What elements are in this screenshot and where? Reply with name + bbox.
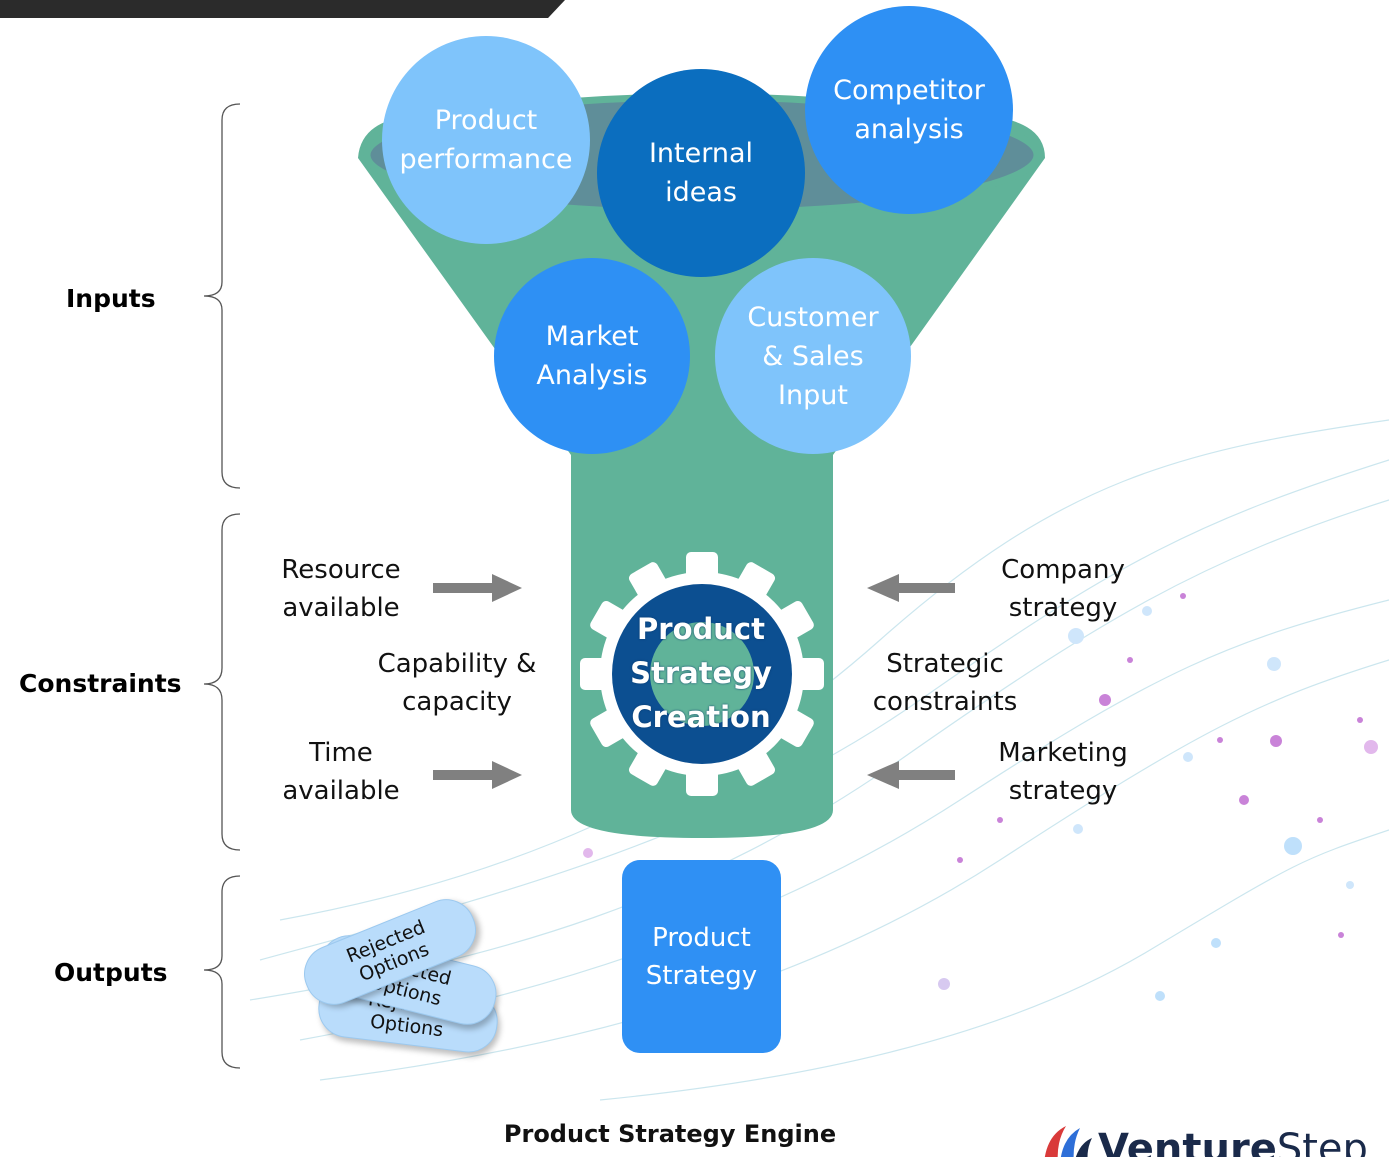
logo-light: Step [1276, 1126, 1368, 1157]
logo-wordmark: VentureStep [1098, 1126, 1368, 1157]
decorative-dots [583, 593, 1378, 1001]
gear-icon [580, 552, 824, 796]
section-constraints-label: Constraints [19, 669, 182, 698]
footer-title: Product Strategy Engine [503, 1120, 837, 1148]
product-performance-label: Product performance [399, 105, 573, 175]
constraint-resource: Resource available [281, 555, 401, 623]
competitor-analysis-label: Competitor analysis [833, 75, 985, 145]
logo-mark-icon [1044, 1126, 1092, 1157]
bracket-inputs [203, 103, 241, 489]
top-banner [0, 0, 565, 18]
constraint-time: Time available [282, 738, 400, 806]
constraint-capability: Capability & capacity [377, 649, 537, 717]
section-inputs-label: Inputs [66, 284, 156, 313]
arrow-company [867, 574, 955, 602]
input-product-performance: Product performance [382, 36, 590, 244]
constraint-marketing: Marketing strategy [998, 738, 1128, 806]
constraint-strategic: Strategic constraints [872, 649, 1018, 717]
input-competitor-analysis: Competitor analysis [805, 6, 1013, 214]
arrow-resource [433, 574, 522, 602]
bracket-constraints [203, 513, 241, 851]
input-market-analysis: Market Analysis [494, 258, 690, 454]
product-strategy-label: Product Strategy [645, 922, 758, 991]
internal-ideas-label: Internal ideas [648, 138, 754, 208]
output-product-strategy: Product Strategy [622, 860, 781, 1053]
logo-bold: Venture [1098, 1126, 1277, 1157]
section-outputs-label: Outputs [54, 958, 168, 987]
arrow-time [433, 761, 522, 789]
constraint-company: Company strategy [1001, 555, 1125, 623]
market-analysis-label: Market Analysis [536, 321, 648, 391]
engine-gear-label: Product Strategy Creation [630, 612, 772, 734]
input-customer-sales: Customer & Sales Input [715, 258, 911, 454]
customer-sales-label: Customer & Sales Input [747, 301, 879, 411]
venturestep-logo: VentureStep [1040, 1122, 1389, 1157]
input-internal-ideas: Internal ideas [597, 69, 805, 277]
arrow-marketing [867, 761, 955, 789]
bracket-outputs [203, 875, 241, 1069]
